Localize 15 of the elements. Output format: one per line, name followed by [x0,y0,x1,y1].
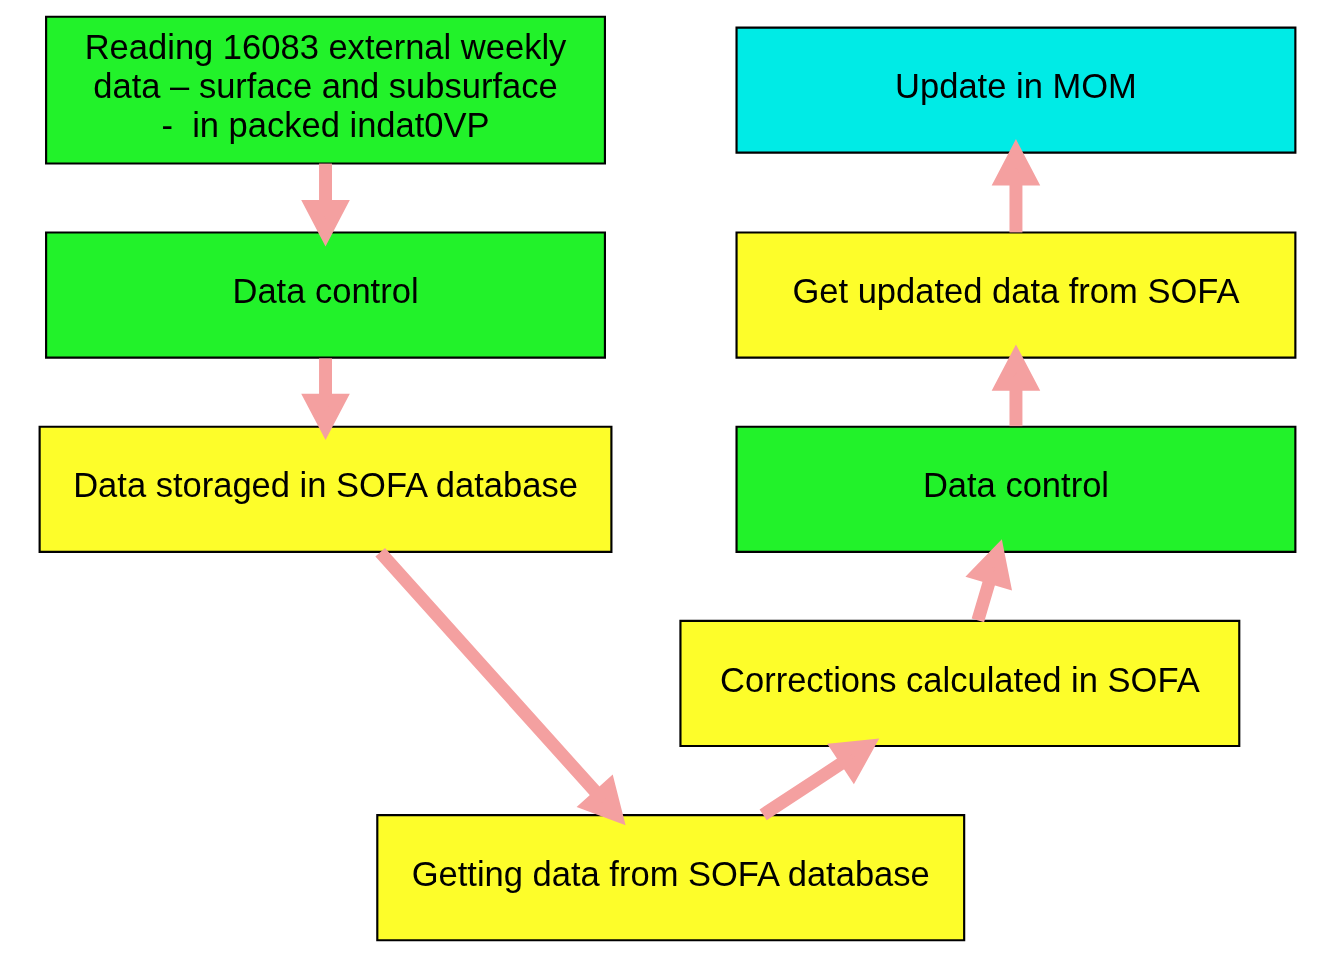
arrow [300,163,350,247]
node-box: Reading 16083 external weekly data – surface and subsurface - in packed indat0VP [44,15,606,165]
node-box: Get updated data from SOFA [734,231,1296,359]
arrow [991,344,1040,427]
node-box: Corrections calculated in SOFA [678,619,1240,748]
arrow [964,539,1012,623]
node-box: Data control [44,231,606,359]
arrow [374,547,626,826]
arrow [300,358,350,441]
arrow [991,139,1040,233]
node-box: Data storaged in SOFA database [38,425,612,553]
node-box: Getting data from SOFA database [375,814,965,942]
arrow [759,738,879,821]
node-box: Data control [734,425,1296,553]
node-box: Update in MOM [734,26,1296,154]
